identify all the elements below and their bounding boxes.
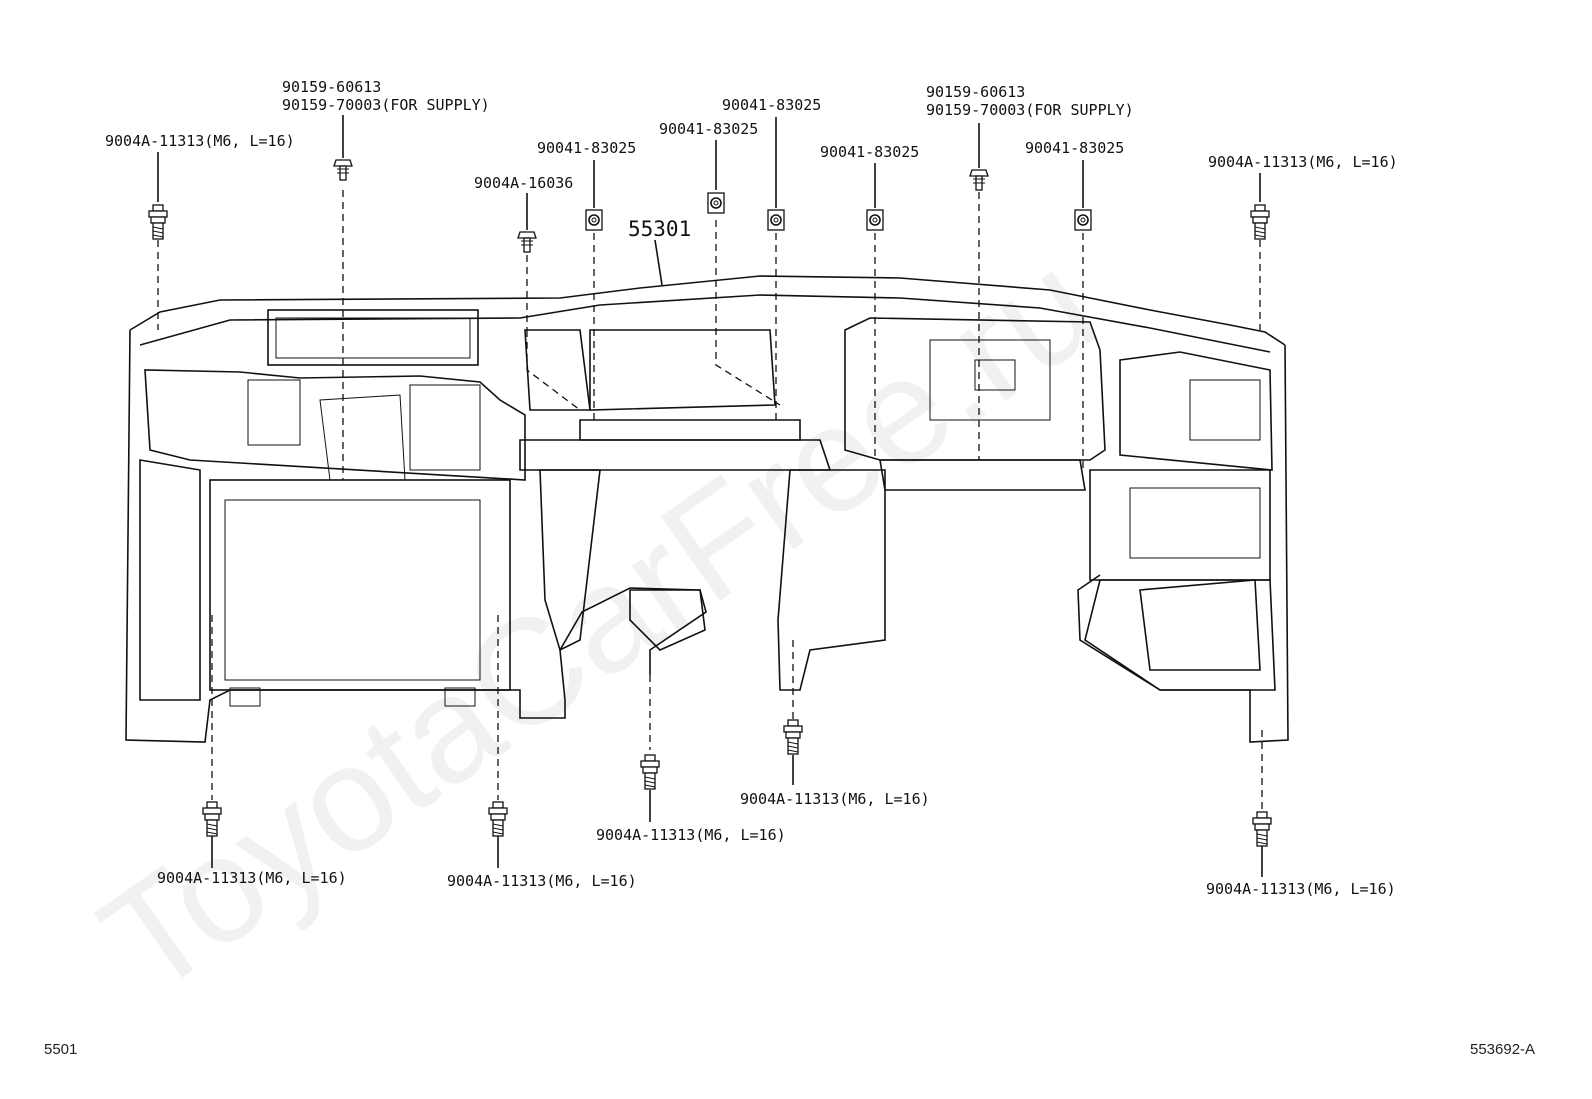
label-bolt-bottom-3: 9004A-11313(M6, L=16)	[596, 826, 786, 844]
label-nut-3: 90041-83025	[722, 96, 821, 114]
nut-icon	[707, 192, 725, 214]
nut-icon	[866, 209, 884, 231]
bolt-icon	[488, 801, 508, 837]
label-nut-5: 90041-83025	[1025, 139, 1124, 157]
nut-icon	[767, 209, 785, 231]
bolt-icon	[783, 719, 803, 755]
bolt-icon	[640, 754, 660, 790]
label-bolt-bottom-5: 9004A-11313(M6, L=16)	[1206, 880, 1396, 898]
label-screw-16036: 9004A-16036	[474, 174, 573, 192]
label-bolt-top-right: 9004A-11313(M6, L=16)	[1208, 153, 1398, 171]
leader-lines	[157, 190, 1263, 810]
bolt-icon	[148, 204, 168, 240]
label-clip-left-2: 90159-70003(FOR SUPPLY)	[282, 96, 490, 114]
label-clip-right-1: 90159-60613	[926, 83, 1025, 101]
nut-icon	[1074, 209, 1092, 231]
figure-code: 553692-A	[1470, 1041, 1535, 1058]
label-nut-2: 90041-83025	[659, 120, 758, 138]
label-clip-left-1: 90159-60613	[282, 78, 381, 96]
clip-icon	[969, 169, 989, 191]
screw-icon	[517, 231, 537, 253]
label-bolt-top-left: 9004A-11313(M6, L=16)	[105, 132, 295, 150]
callout-labels: 9004A-11313(M6, L=16) 90159-60613 90159-…	[105, 78, 1398, 898]
label-main-part: 55301	[628, 217, 691, 241]
nut-icon	[585, 209, 603, 231]
label-bolt-bottom-1: 9004A-11313(M6, L=16)	[157, 869, 347, 887]
label-nut-1: 90041-83025	[537, 139, 636, 157]
label-nut-4: 90041-83025	[820, 143, 919, 161]
label-bolt-bottom-4: 9004A-11313(M6, L=16)	[740, 790, 930, 808]
bolt-icon	[1250, 204, 1270, 240]
bolt-icon	[1252, 811, 1272, 847]
page-code: 5501	[44, 1041, 77, 1058]
label-clip-right-2: 90159-70003(FOR SUPPLY)	[926, 101, 1134, 119]
instrument-panel-55301	[125, 275, 1289, 743]
callout-leaders	[157, 115, 1263, 877]
clip-icon	[333, 159, 353, 181]
label-bolt-bottom-2: 9004A-11313(M6, L=16)	[447, 872, 637, 890]
